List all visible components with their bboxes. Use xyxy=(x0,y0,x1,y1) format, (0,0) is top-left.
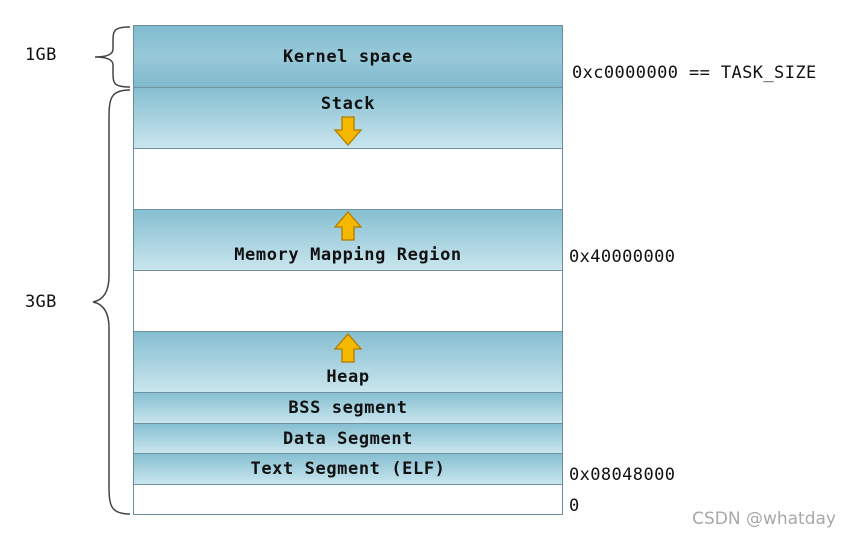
arrow-up-icon xyxy=(333,333,363,363)
text-segment-label: Text Segment (ELF) xyxy=(250,459,446,479)
user-size-brace xyxy=(92,89,131,515)
kernel-space-region: Kernel space xyxy=(134,26,562,88)
arrow-up-icon xyxy=(333,211,363,241)
mmap-growth-gap xyxy=(134,271,562,332)
text-segment-region: Text Segment (ELF) xyxy=(134,454,562,485)
data-segment-label: Data Segment xyxy=(282,428,414,449)
bss-segment-region: BSS segment xyxy=(134,393,562,424)
data-segment-region: Data Segment xyxy=(134,424,562,454)
memory-mapping-region: Memory Mapping Region xyxy=(134,210,562,271)
kernel-size-brace xyxy=(94,26,131,88)
csdn-watermark: CSDN @whatday xyxy=(692,509,836,529)
kernel-space-label: Kernel space xyxy=(282,46,414,67)
memory-mapping-label: Memory Mapping Region xyxy=(234,245,462,265)
address-space-column: Kernel space Stack Memory Mapping Region… xyxy=(133,25,563,515)
stack-region: Stack xyxy=(134,88,562,149)
user-size-label: 3GB xyxy=(25,292,57,312)
text-base-address: 0x08048000 xyxy=(569,465,676,485)
stack-growth-gap xyxy=(134,149,562,210)
stack-label: Stack xyxy=(320,94,376,114)
heap-region: Heap xyxy=(134,332,562,393)
kernel-size-label: 1GB xyxy=(25,45,57,65)
task-size-address: 0xc0000000 == TASK_SIZE xyxy=(572,63,817,83)
arrow-down-icon xyxy=(333,116,363,146)
zero-address: 0 xyxy=(569,496,580,516)
reserved-low-region xyxy=(134,485,562,514)
mmap-base-address: 0x40000000 xyxy=(569,247,676,267)
heap-label: Heap xyxy=(326,367,370,387)
bss-segment-label: BSS segment xyxy=(288,398,408,418)
